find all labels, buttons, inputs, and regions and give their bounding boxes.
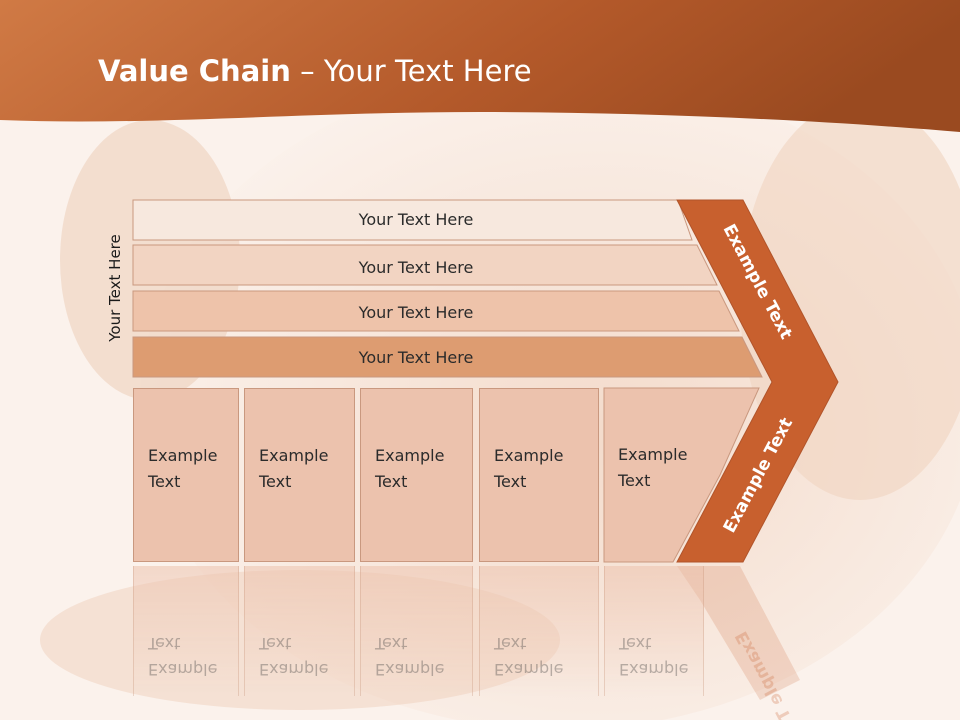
bar-4: [132, 336, 763, 378]
box-1: Example Text: [133, 388, 239, 562]
box-2-line1: Example: [259, 446, 329, 465]
slide-title: Value Chain – Your Text Here: [98, 54, 532, 88]
bar-1: [132, 199, 693, 241]
box-1-line2: Text: [148, 472, 181, 491]
box-5-line1: Example: [618, 445, 688, 464]
box-1-line1: Example: [148, 446, 218, 465]
box-3-line2: Text: [375, 472, 408, 491]
bar-4-label: Your Text Here: [358, 348, 474, 367]
bar-1-label: Your Text Here: [358, 210, 474, 229]
box-4: Example Text: [479, 388, 599, 562]
box-4-line1: Example: [494, 446, 564, 465]
box-2: Example Text: [244, 388, 355, 562]
chevron-reflection: [677, 566, 800, 700]
box-3: Example Text: [360, 388, 473, 562]
box-2-line2: Text: [259, 472, 292, 491]
title-bold: Value Chain: [98, 54, 291, 88]
box-4-line2: Text: [494, 472, 527, 491]
title-separator: –: [290, 54, 324, 88]
bar-3-label: Your Text Here: [358, 303, 474, 322]
box-3-line1: Example: [375, 446, 445, 465]
box-5: Example Text: [604, 388, 688, 562]
header-band: [0, 0, 960, 132]
chevron-arrow: [676, 199, 839, 563]
title-rest: Your Text Here: [323, 54, 532, 88]
box-5-line2: Text: [618, 471, 651, 490]
bar-3: [132, 290, 740, 332]
box-5-shape: [603, 387, 760, 563]
bar-2: [132, 244, 718, 286]
bar-2-label: Your Text Here: [358, 258, 474, 277]
